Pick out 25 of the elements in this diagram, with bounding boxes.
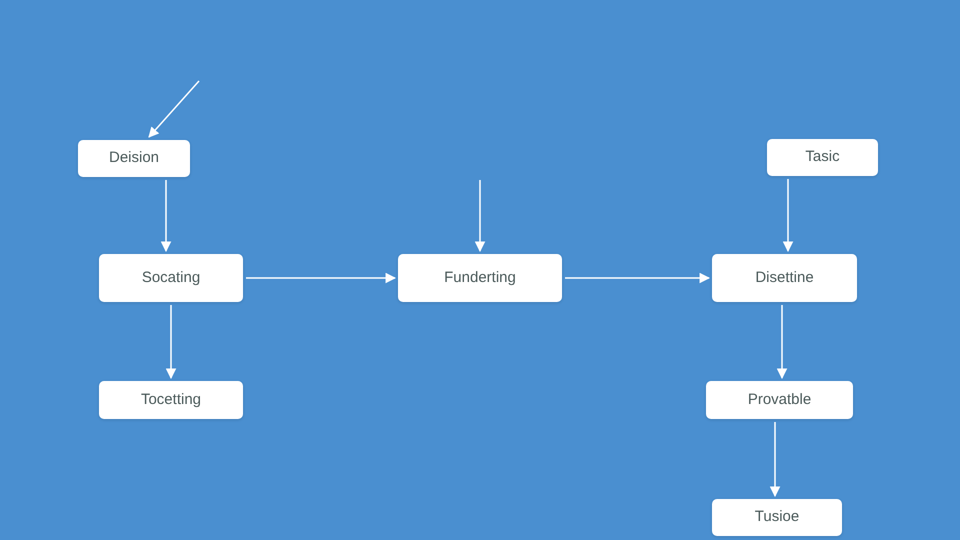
- arrow: [148, 80, 200, 138]
- arrow: [246, 272, 396, 284]
- arrow: [160, 180, 172, 252]
- arrow: [166, 305, 176, 380]
- arrow: [770, 422, 780, 498]
- process-box: [99, 381, 243, 419]
- node-label: Tasic: [805, 148, 840, 167]
- process-box: [712, 254, 857, 302]
- node-label: Disettine: [755, 268, 814, 288]
- node-label: Socating: [142, 268, 200, 288]
- node-label: Funderting: [444, 268, 516, 288]
- node-label: Tusioe: [754, 508, 800, 527]
- process-box: [712, 499, 842, 536]
- arrow: [474, 180, 486, 252]
- node-label: Provatble: [748, 390, 812, 410]
- node-label: Tocetting: [140, 390, 202, 410]
- process-box: [706, 381, 853, 419]
- arrow: [782, 179, 794, 252]
- process-box: [78, 140, 190, 177]
- arrow: [565, 272, 710, 284]
- process-box: [99, 254, 243, 302]
- process-box: [767, 139, 878, 176]
- node-label: Deision: [108, 149, 160, 168]
- arrow: [776, 305, 788, 380]
- process-box: [398, 254, 562, 302]
